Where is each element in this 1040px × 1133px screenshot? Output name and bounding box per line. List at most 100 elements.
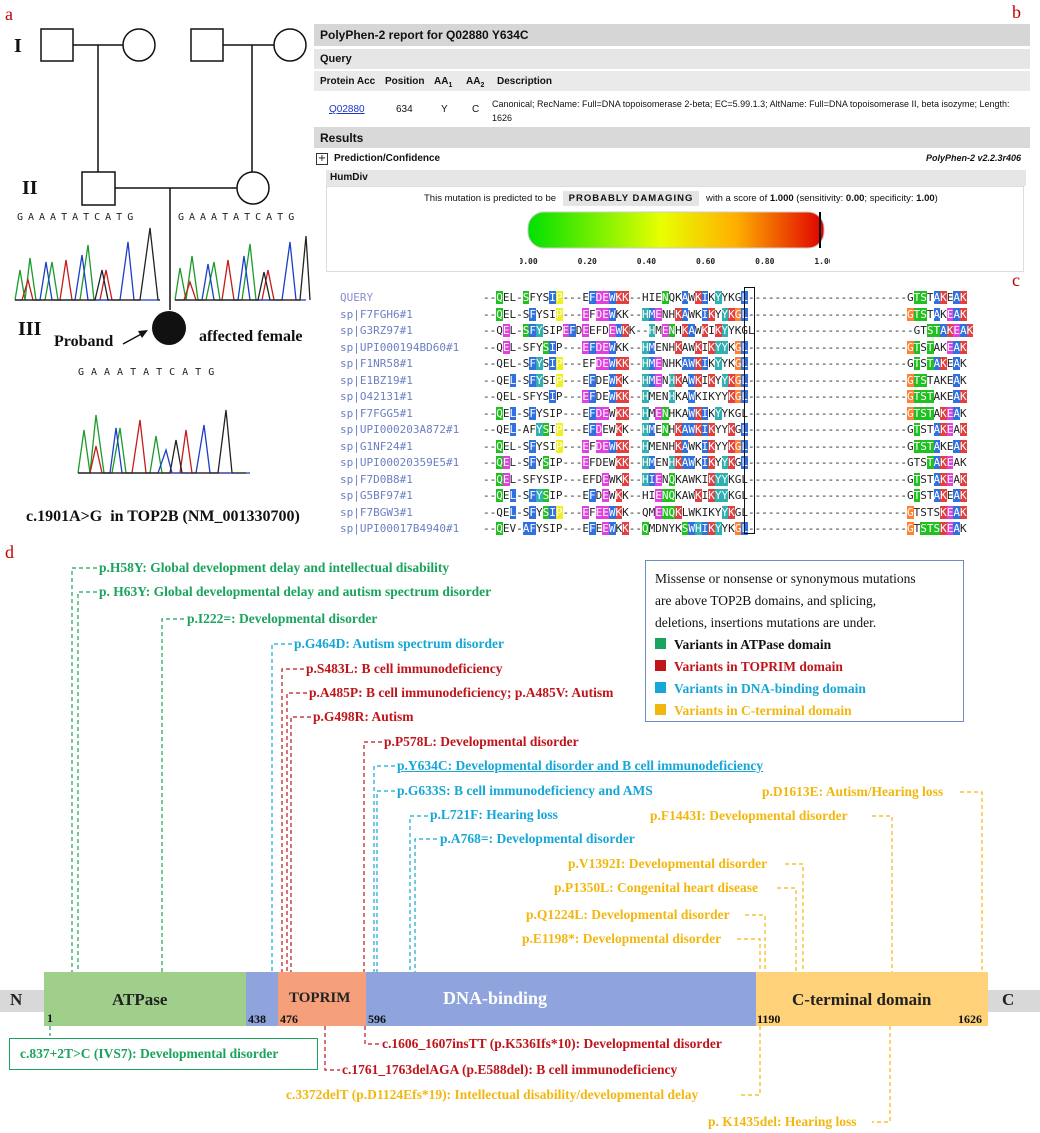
col-position: Position	[385, 76, 424, 87]
variant-label: p.A485P: B cell immunodeficiency; p.A485…	[309, 685, 613, 701]
dna-binding-label: DNA-binding	[443, 988, 547, 1009]
score-gradient-bar: 0.00 0.20 0.40 0.60 0.80 1.00	[520, 208, 830, 268]
alignment-seq-name: sp|G1NF24#1	[340, 439, 459, 456]
c-label: C	[1002, 990, 1014, 1010]
alignment-seq-name: sp|UPI00017B4940#1	[340, 521, 459, 538]
alignment-names: QUERYsp|F7FGH6#1sp|G3RZ97#1sp|UPI000194B…	[340, 290, 459, 538]
col-description: Description	[497, 76, 552, 87]
variant-label: p.P578L: Developmental disorder	[384, 734, 579, 750]
protein-acc-link[interactable]: Q02880	[329, 104, 365, 115]
pos-label: 1626	[958, 1012, 982, 1027]
generation-label: II	[22, 177, 38, 200]
col-aa2: AA2	[466, 76, 484, 89]
col-aa1: AA1	[434, 76, 452, 89]
score-tick-label: 0.40	[637, 257, 656, 266]
alignment-row: --QEL-SFYSIP---EFDEWKK--HMENHKAWKIKYYKGL…	[483, 406, 973, 423]
alignment-seq-name: sp|F7FGG5#1	[340, 406, 459, 423]
aa1-value: Y	[441, 104, 448, 115]
col-protein-acc: Protein Acc	[320, 76, 375, 87]
variant-label: c.3372delT (p.D1124Efs*19): Intellectual…	[286, 1087, 698, 1103]
variant-label: p.F1443I: Developmental disorder	[650, 808, 848, 824]
father-sequence: GAAATATCATG	[17, 212, 138, 223]
alignment-row: --QEL-SFYSIP---EFDEWKK--HMENHKAWKIKYYKGL…	[483, 455, 973, 472]
score-tick-label: 0.60	[696, 257, 715, 266]
alignment-row: --QEL-SFYSIP---EFDEWKK--HIENQKAWKIKYYKGL…	[483, 290, 973, 307]
mutation-caption: c.1901A>G in TOP2B (NM_001330700)	[26, 508, 300, 526]
alignment-row: --QEL-SFYSIP---EFDEWKK--HMENHKAWKIKYYKGL…	[483, 356, 973, 373]
alignment-row: --QEL-SFYSIP---EFDEWKK--HMENHKAWKIKYYKGL…	[483, 439, 973, 456]
pos-label: 596	[368, 1012, 386, 1027]
prediction-toggle[interactable]: Prediction/Confidence	[334, 153, 440, 164]
variant-label: p.Q1224L: Developmental disorder	[526, 907, 730, 923]
alignment-row: --QEL-SFYSIP---EFDEWKK--HIENQKAWKIKYYKGL…	[483, 472, 973, 489]
alignment-row: --QEL-SFYSIP---EFDEWKK--HMENHKAWKIKYYKGL…	[483, 389, 973, 406]
affected-label: affected female	[199, 328, 303, 346]
pos-label: 1190	[757, 1012, 780, 1027]
query-section: Query	[314, 49, 1030, 69]
alignment-seq-name: sp|G3RZ97#1	[340, 323, 459, 340]
alignment-seq-name: sp|UPI00020359E5#1	[340, 455, 459, 472]
variant-label: c.837+2T>C (IVS7): Developmental disorde…	[20, 1046, 278, 1062]
prediction-badge: PROBABLY DAMAGING	[563, 191, 700, 206]
mutation-position-box	[744, 287, 755, 534]
proband-label: Proband	[54, 333, 113, 351]
alignment-row: --QEL-SFYSIP---EFDEWKK--HMENHKAWKIKYYKGL…	[483, 373, 973, 390]
alignment-seq-name: QUERY	[340, 290, 459, 307]
variant-label: c.1761_1763delAGA (p.E588del): B cell im…	[342, 1062, 677, 1078]
alignment-row: --QEV-AFYSIP---EFEEWKK--QMDNYKSWHIKYYKGL…	[483, 521, 973, 538]
score-tick-label: 0.80	[755, 257, 774, 266]
c-terminal-label: C-terminal domain	[792, 990, 931, 1010]
alignment-seq-name: sp|F7BGW3#1	[340, 505, 459, 522]
variant-label: p. K1435del: Hearing loss	[708, 1114, 857, 1130]
panel-label-b: b	[1012, 2, 1021, 23]
alignment-seq-name: sp|UPI000194BD60#1	[340, 340, 459, 357]
alignment-row: --QEL-SFYSIP---EFEEWKK--QMENQKLWKIKYYKGL…	[483, 505, 973, 522]
alignment-seq-name: sp|E1BZ19#1	[340, 373, 459, 390]
variant-label: p. H63Y: Global developmental delay and …	[99, 584, 491, 600]
variant-label: p.L721F: Hearing loss	[430, 807, 558, 823]
variant-label: p.S483L: B cell immunodeficiency	[306, 661, 503, 677]
alignment-seqs: --QEL-SFYSIP---EFDEWKK--HIENQKAWKIKYYKGL…	[483, 290, 973, 538]
variant-label: p.H58Y: Global development delay and int…	[99, 560, 449, 576]
variant-label: p.V1392I: Developmental disorder	[568, 856, 767, 872]
alignment-row: --QEL-SFYSIP---EFDEWKK--HMENHKAWKIKYYKGL…	[483, 307, 973, 324]
pos-label: 476	[280, 1012, 298, 1027]
alignment-row: --QEL-SFYSIP---EFDEWKK--HMENHKAWKIKYYKGL…	[483, 340, 973, 357]
prediction-sentence: This mutation is predicted to be PROBABL…	[424, 193, 938, 204]
humdiv-header: HumDiv	[326, 170, 1026, 186]
variant-label: p.G633S: B cell immunodeficiency and AMS	[397, 783, 653, 799]
alignment-seq-name: sp|F7FGH6#1	[340, 307, 459, 324]
alignment-seq-name: sp|UPI000203A872#1	[340, 422, 459, 439]
description-value: Canonical; RecName: Full=DNA topoisomera…	[492, 97, 1010, 125]
generation-label: III	[18, 318, 41, 341]
mother-sequence: GAAATATCATG	[178, 212, 299, 223]
position-value: 634	[396, 104, 413, 115]
variant-label: p.E1198*: Developmental disorder	[522, 931, 721, 947]
results-section: Results	[314, 127, 1030, 148]
alignment-seq-name: sp|G5BF97#1	[340, 488, 459, 505]
score-tick-label: 0.00	[520, 257, 538, 266]
variant-label: p.Y634C: Developmental disorder and B ce…	[397, 758, 763, 774]
variant-label: c.1606_1607insTT (p.K536Ifs*10): Develop…	[382, 1036, 722, 1052]
pos-label: 438	[248, 1012, 266, 1027]
score-tick-label: 0.20	[578, 257, 597, 266]
pedigree-diagram	[0, 0, 312, 540]
variant-label: p.A768=: Developmental disorder	[440, 831, 635, 847]
alignment-row: --QEL-SFYSIP---EFDEWKK--HIENQKAWKIKYYKGL…	[483, 488, 973, 505]
variant-label: p.I222=: Developmental disorder	[187, 611, 377, 627]
expand-plus-icon[interactable]: +	[316, 153, 328, 165]
generation-label: I	[14, 35, 22, 58]
domain-dna-binding	[366, 972, 756, 1026]
panel-label-c: c	[1012, 270, 1020, 291]
alignment-row: --QEL-AFYSIP---EFDEWKK--HMENHKAWKIKYYKGL…	[483, 422, 973, 439]
variant-label: p.D1613E: Autism/Hearing loss	[762, 784, 943, 800]
proband-sequence: GAAATATCATG	[78, 367, 221, 378]
atpase-label: ATPase	[112, 990, 167, 1010]
variant-label: p.P1350L: Congenital heart disease	[554, 880, 758, 896]
score-tick-label: 1.00	[814, 257, 830, 266]
variant-label: p.G498R: Autism	[313, 709, 414, 725]
toprim-label: TOPRIM	[289, 990, 350, 1007]
pos-label: 1	[47, 1011, 53, 1026]
n-label: N	[10, 990, 22, 1010]
aa2-value: C	[472, 104, 479, 115]
